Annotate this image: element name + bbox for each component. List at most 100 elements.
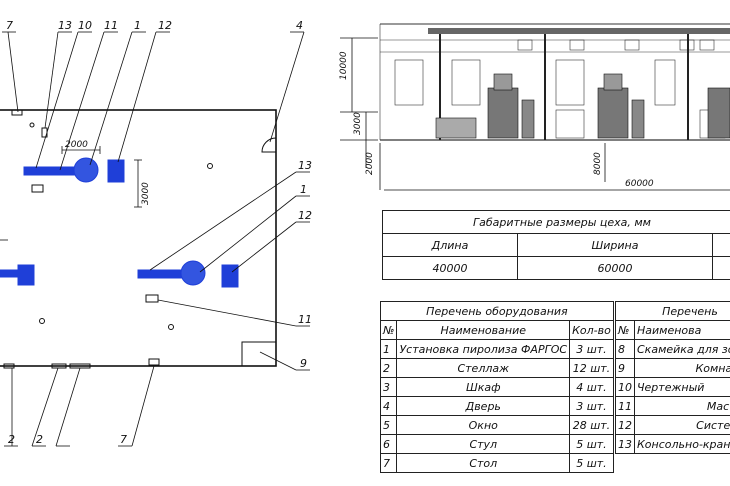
eq-qty: 3 шт. bbox=[569, 339, 614, 359]
shelf-2-left bbox=[3, 363, 15, 369]
callout-1-right: 1 bbox=[300, 183, 307, 196]
eq-name: Стеллаж bbox=[396, 358, 571, 378]
door-4 bbox=[261, 137, 277, 153]
eq-header-num: № bbox=[379, 320, 398, 340]
eq-header-qty: Кол-во bbox=[569, 320, 614, 340]
eq-num: 6 bbox=[379, 434, 398, 454]
callout-7-bottom: 7 bbox=[120, 433, 127, 446]
dimensions-table: Габаритные размеры цеха, мм Длина Ширина… bbox=[382, 210, 730, 280]
table-left bbox=[31, 184, 44, 193]
eq2-name: Чертежный bbox=[634, 377, 730, 397]
elev-dim-60000: 60000 bbox=[625, 179, 654, 189]
callout-11-right: 11 bbox=[298, 313, 312, 326]
callout-11-top: 11 bbox=[104, 19, 118, 32]
eq-qty: 12 шт. bbox=[569, 358, 614, 378]
pyrolysis-unit-2 bbox=[0, 264, 35, 286]
eq2-name: Система оч bbox=[634, 415, 730, 435]
dim-header-width: Ширина bbox=[517, 233, 713, 257]
eq-name: Стул bbox=[396, 434, 571, 454]
table-7-top bbox=[11, 109, 23, 116]
eq-qty: 5 шт. bbox=[569, 453, 614, 473]
equipment-table: Перечень оборудования № Наименование Кол… bbox=[379, 301, 614, 473]
callout-9-right: 9 bbox=[300, 357, 307, 370]
dim-value-length: 40000 bbox=[382, 256, 518, 280]
elev-dim-8000: 8000 bbox=[593, 152, 603, 175]
dim-value-width: 60000 bbox=[517, 256, 713, 280]
callout-13-right: 13 bbox=[298, 159, 312, 172]
elev-dim-2000: 2000 bbox=[365, 152, 375, 175]
eq2-header-name: Наименова bbox=[634, 320, 730, 340]
eq2-num: 8 bbox=[615, 339, 635, 359]
eq-name: Дверь bbox=[396, 396, 571, 416]
eq-qty: 5 шт. bbox=[569, 434, 614, 454]
table-row: 9Комната от bbox=[615, 358, 730, 378]
dim-header-length: Длина bbox=[382, 233, 518, 257]
eq-num: 5 bbox=[379, 415, 398, 435]
pyrolysis-unit-3 bbox=[137, 260, 239, 288]
table-7-bottom bbox=[148, 358, 160, 366]
chair bbox=[207, 163, 213, 169]
workshop-elevation bbox=[379, 23, 730, 141]
plan-dim-2000: 2000 bbox=[65, 140, 88, 150]
eq-name: Стол bbox=[396, 453, 571, 473]
eq2-num: 11 bbox=[615, 396, 635, 416]
eq2-num: 12 bbox=[615, 415, 635, 435]
workshop-floor-outline bbox=[0, 109, 277, 367]
eq-num: 1 bbox=[379, 339, 398, 359]
callout-2-bottom-b: 2 bbox=[36, 433, 43, 446]
eq-name: Установка пиролиза ФАРГОС bbox=[396, 339, 571, 359]
dim-header-cut bbox=[712, 233, 730, 257]
elev-dim-10000: 10000 bbox=[339, 51, 349, 80]
eq-qty: 28 шт. bbox=[569, 415, 614, 435]
eq-qty: 4 шт. bbox=[569, 377, 614, 397]
eq2-header-num: № bbox=[615, 320, 635, 340]
pyrolysis-unit-1 bbox=[23, 157, 125, 183]
callout-2-bottom-a: 2 bbox=[8, 433, 15, 446]
eq2-num: 13 bbox=[615, 434, 635, 454]
room-9 bbox=[241, 341, 276, 366]
callout-4: 4 bbox=[296, 19, 303, 32]
chair bbox=[39, 318, 45, 324]
eq-header-name: Наименование bbox=[396, 320, 571, 340]
eq2-name: Скамейка для зон bbox=[634, 339, 730, 359]
chair bbox=[168, 324, 174, 330]
shelf-2 bbox=[51, 363, 67, 369]
chair bbox=[29, 122, 35, 128]
callout-13-top: 13 bbox=[58, 19, 72, 32]
eq2-num: 10 bbox=[615, 377, 635, 397]
eq-qty: 3 шт. bbox=[569, 396, 614, 416]
eq2-name: Комната от bbox=[634, 358, 730, 378]
dim-value-cut bbox=[712, 256, 730, 280]
table-mid bbox=[145, 294, 159, 303]
table-row: 12Система оч bbox=[615, 415, 730, 435]
dimensions-table-title: Габаритные размеры цеха, мм bbox=[382, 210, 730, 234]
callout-1-top: 1 bbox=[134, 19, 141, 32]
eq-num: 4 bbox=[379, 396, 398, 416]
plan-dim-3000: 3000 bbox=[141, 182, 151, 205]
elev-dim-3000: 3000 bbox=[353, 112, 363, 135]
eq-num: 3 bbox=[379, 377, 398, 397]
eq-name: Окно bbox=[396, 415, 571, 435]
eq2-name: Мастерск bbox=[634, 396, 730, 416]
callout-7-top: 7 bbox=[6, 19, 13, 32]
eq2-num: 9 bbox=[615, 358, 635, 378]
eq-num: 7 bbox=[379, 453, 398, 473]
callout-12-right: 12 bbox=[298, 209, 312, 222]
equipment-table-title: Перечень оборудования bbox=[380, 301, 614, 321]
eq-name: Шкаф bbox=[396, 377, 571, 397]
callout-12-top: 12 bbox=[158, 19, 172, 32]
callout-10-top: 10 bbox=[78, 19, 92, 32]
pyrolysis-units-elevation bbox=[435, 73, 730, 139]
